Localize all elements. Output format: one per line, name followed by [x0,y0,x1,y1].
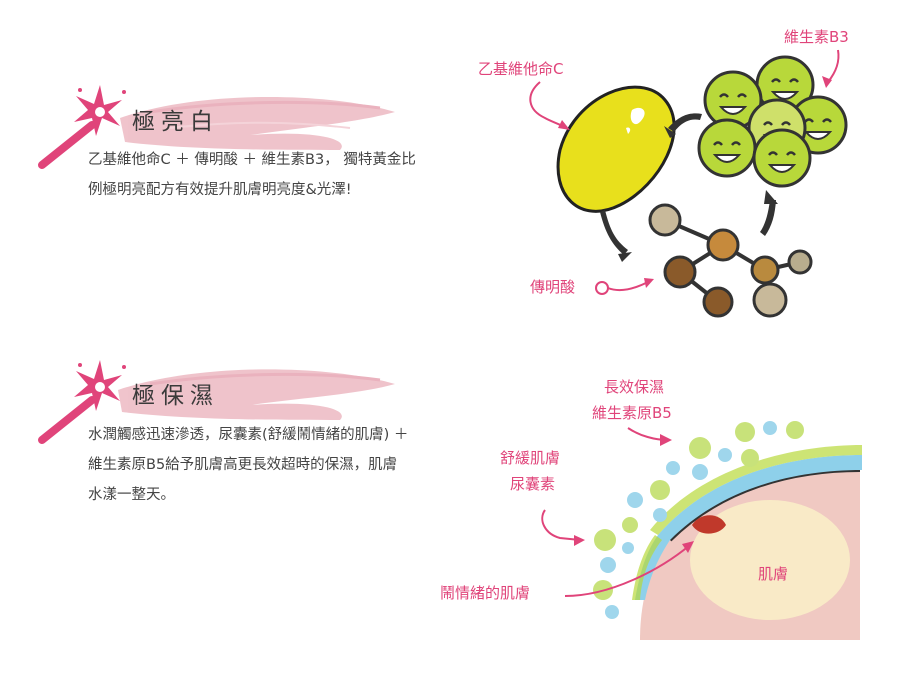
brush-stroke-1 [120,96,395,150]
section2-text: 水潤觸感迅速滲透，尿囊素(舒緩鬧情緒的肌膚) ＋ 維生素原B5給予肌膚高更長效超… [88,420,508,510]
smiley-face-icon [752,128,812,188]
section1-text-line2: 例極明亮配方有效提升肌膚明亮度&光澤! [88,182,352,198]
section2-text-line1: 水潤觸感迅速滲透，尿囊素(舒緩鬧情緒的肌膚) ＋ [88,427,409,443]
section2-title: 極保濕 [132,383,219,409]
section1-text-line1: 乙基維他命C ＋ 傳明酸 ＋ 維生素B3， 獨特黃金比 [88,152,416,168]
label-b5-line2: 維生素原B5 [592,404,672,422]
brush-stroke-2 [118,369,395,420]
label-b5-line1: 長效保濕 [604,378,665,396]
section1-title: 極亮白 [132,109,219,135]
moisture-dots [593,421,804,619]
magic-wand-icon [38,85,126,169]
smiley-face-icon [697,118,757,178]
section1-text: 乙基維他命C ＋ 傳明酸 ＋ 維生素B3， 獨特黃金比 例極明亮配方有效提升肌膚… [88,145,508,205]
section2-text-line3: 水漾一整天。 [88,487,175,503]
label-vitamin-b3: 維生素B3 [784,28,849,46]
label-tranexamic-acid: 傳明酸 [530,278,576,296]
vitamin-b3-cluster [697,55,848,188]
label-allantoin-line2: 尿囊素 [510,475,556,493]
skin-cross-section [632,445,862,640]
label-irritated-skin: 鬧情緒的肌膚 [440,584,531,602]
magic-wand-icon [38,360,126,444]
label-vitamin-c: 乙基維他命C [478,60,564,78]
cycle-arrows [600,113,778,262]
tranexamic-acid-molecule [648,203,813,318]
label-skin: 肌膚 [758,565,789,583]
section2-text-line2: 維生素原B5給予肌膚高更長效超時的保濕，肌膚 [88,457,398,473]
vitamin-c-capsule [556,85,676,213]
label-allantoin-line1: 舒緩肌膚 [500,449,561,467]
smiley-face-icon [703,70,763,130]
